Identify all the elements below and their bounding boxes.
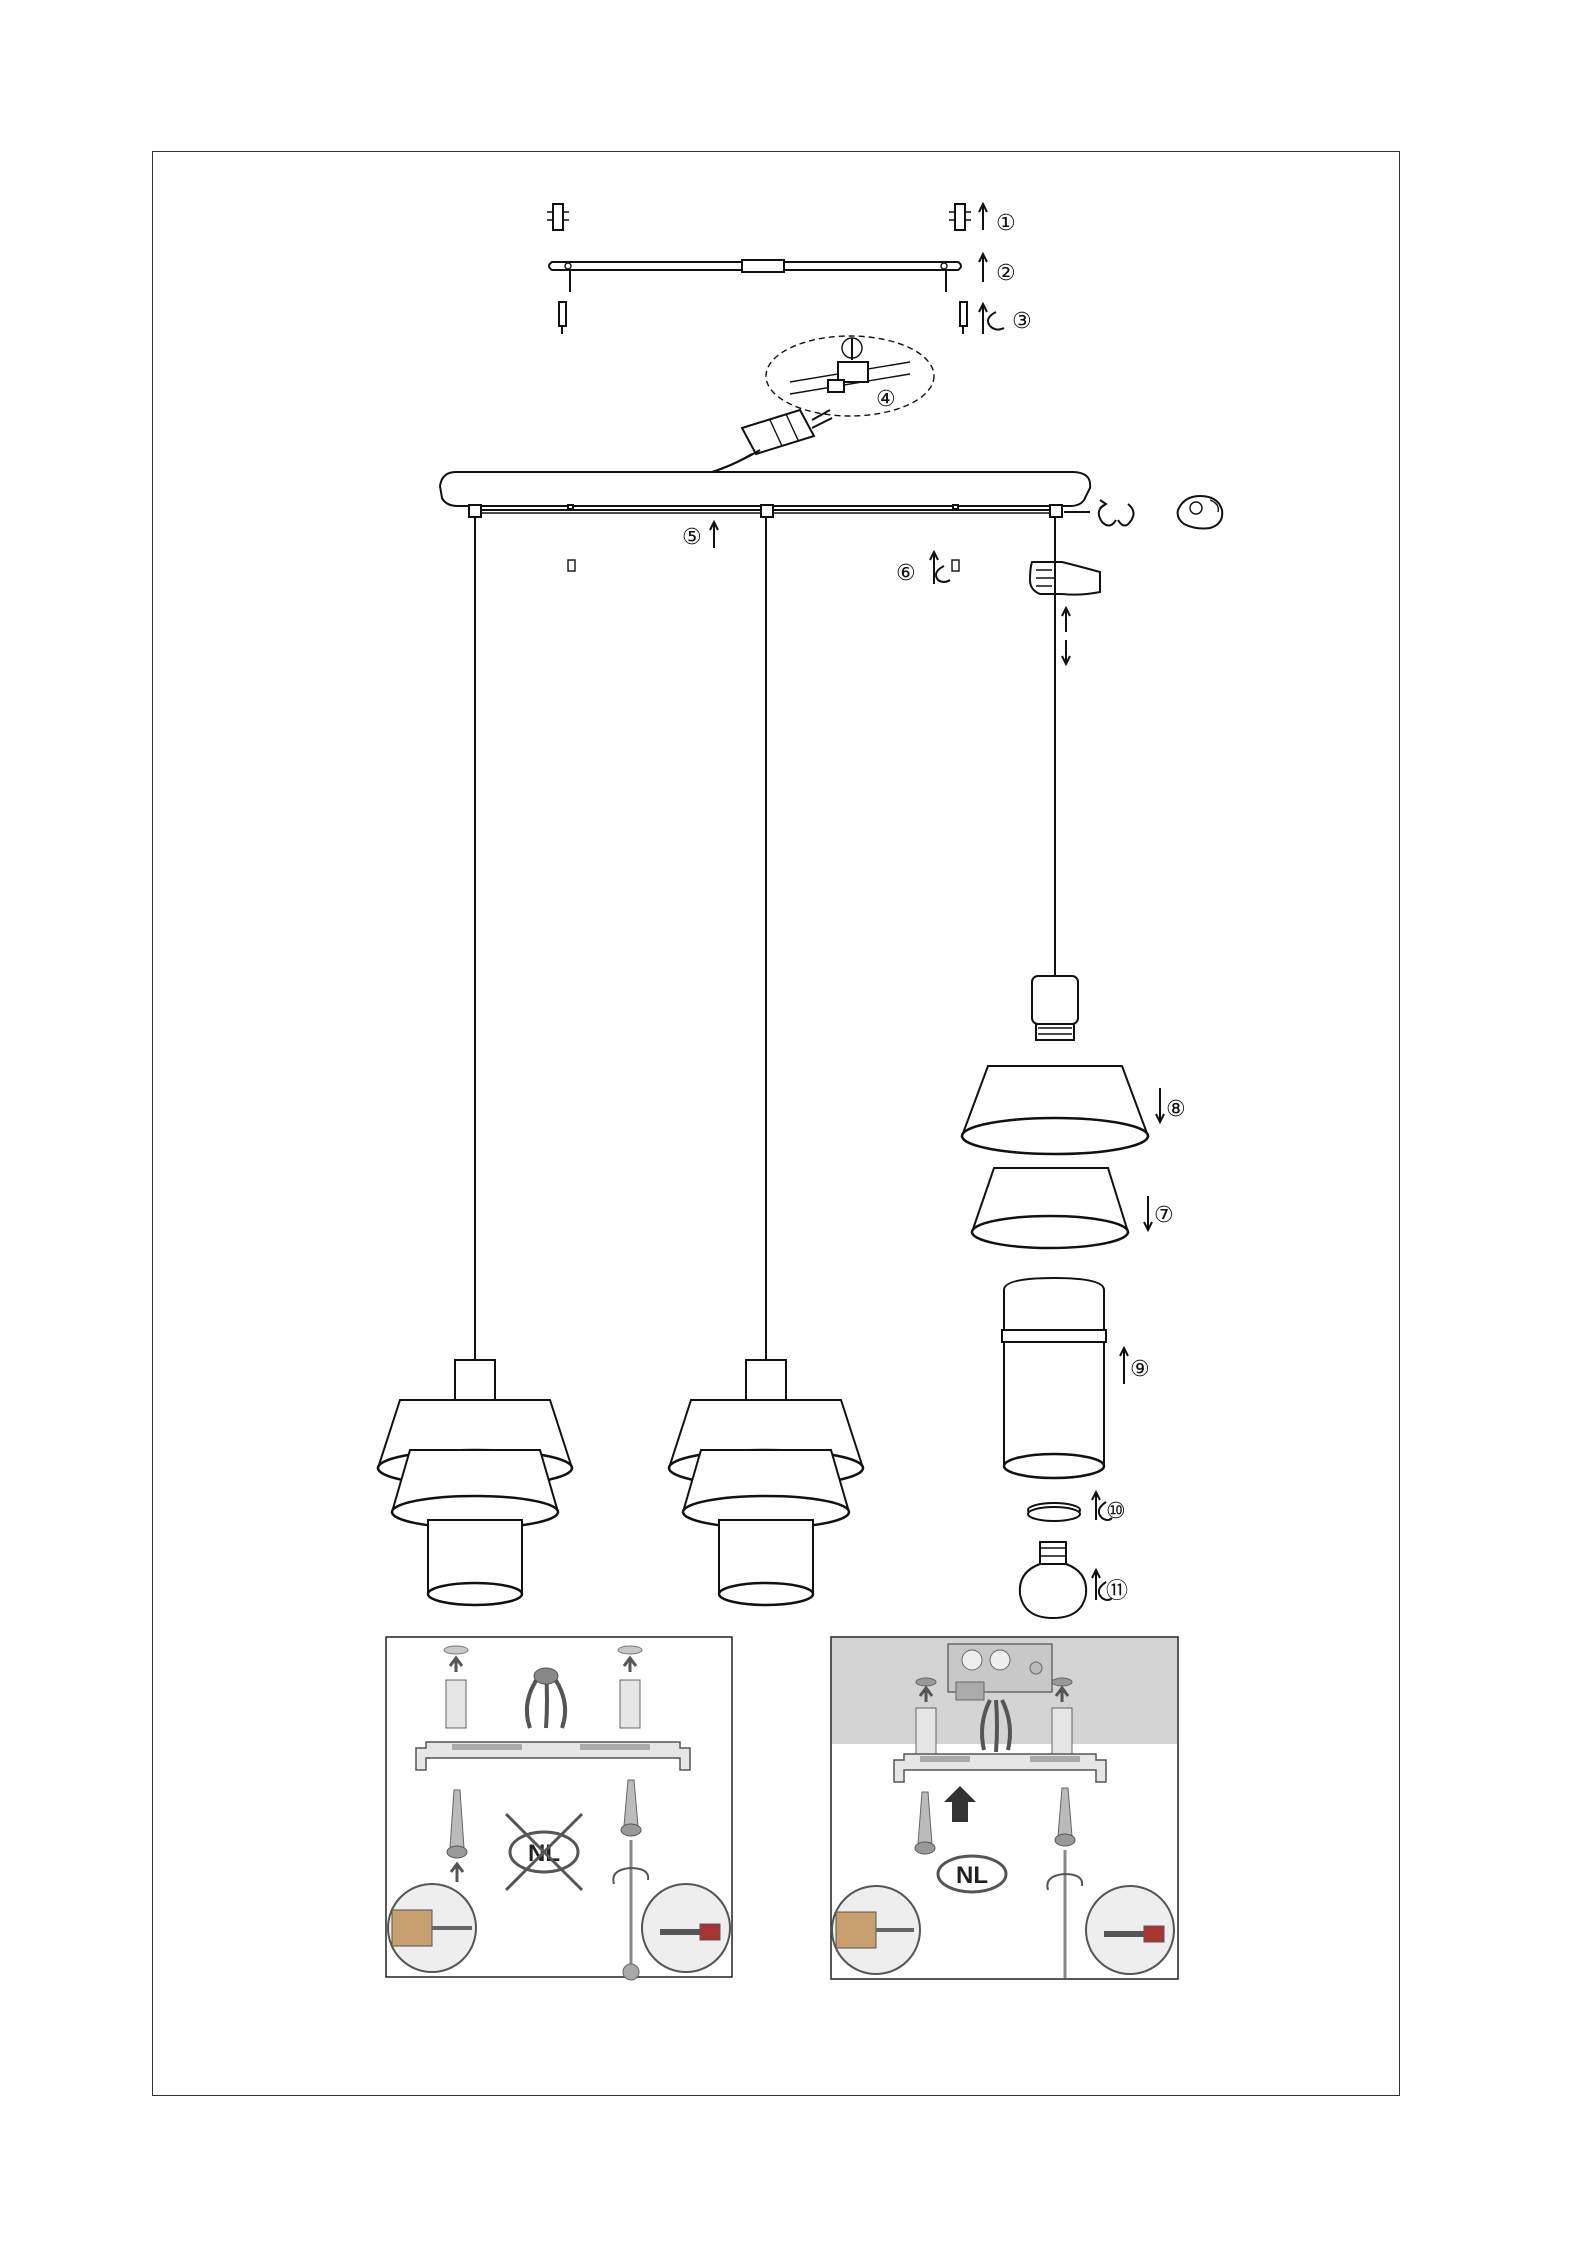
ceiling-canopy	[440, 472, 1090, 517]
lamp-socket	[1032, 976, 1078, 1040]
screw-right	[960, 302, 967, 334]
outer-shade	[962, 1066, 1148, 1154]
step-7-label: ⑦	[1154, 1203, 1174, 1228]
glass-cylinder	[1002, 1278, 1106, 1478]
arrow-up-5	[710, 522, 718, 548]
arrow-down-8	[1156, 1088, 1164, 1122]
arrow-up-9	[1120, 1348, 1128, 1384]
step-3-label: ③	[1012, 309, 1032, 334]
light-bulb	[1020, 1542, 1086, 1618]
cord-grip-right	[1050, 505, 1062, 517]
cord-grip-center	[761, 505, 773, 517]
arrow-up-down-icon	[1062, 608, 1070, 664]
step-10-label: ⑩	[1106, 1499, 1126, 1524]
hand-pinch-icon	[1178, 496, 1223, 529]
inset-right-badge: NL	[956, 1862, 988, 1889]
screw-hole-right	[952, 560, 959, 571]
wall-plug-right	[949, 204, 971, 230]
step-8-label: ⑧	[1166, 1097, 1186, 1122]
screw-left	[559, 302, 566, 334]
wall-plug-left	[547, 204, 569, 230]
ceiling-bracket	[549, 260, 961, 292]
inset-incorrect-mounting: NL	[386, 1637, 732, 1980]
arrow-down-7	[1144, 1196, 1152, 1230]
screw-hole-left	[568, 560, 575, 571]
rotate-arrow-icon	[930, 552, 950, 584]
rotate-arrow-icon	[979, 304, 1004, 334]
step-6-label: ⑥	[896, 561, 916, 586]
step-1-label: ①	[996, 211, 1016, 236]
hand-pull-icon	[1030, 562, 1100, 595]
wire-connector-detail: ④	[712, 336, 934, 472]
mounting-bracket-group: ① ② ③	[547, 204, 1032, 334]
step-9-label: ⑨	[1130, 1357, 1150, 1382]
inner-shade	[972, 1168, 1128, 1248]
cord-grip-left	[469, 505, 481, 517]
inset-correct-mounting: NL	[831, 1637, 1178, 1979]
pendant-lamp-left	[378, 1360, 572, 1605]
shade-ring	[1028, 1503, 1080, 1521]
step-4-label: ④	[876, 387, 896, 412]
pendant-lamp-center	[669, 1360, 863, 1605]
step-5-label: ⑤	[682, 525, 702, 550]
step-11-label: ⑪	[1106, 1579, 1128, 1604]
step-2-label: ②	[996, 261, 1016, 286]
